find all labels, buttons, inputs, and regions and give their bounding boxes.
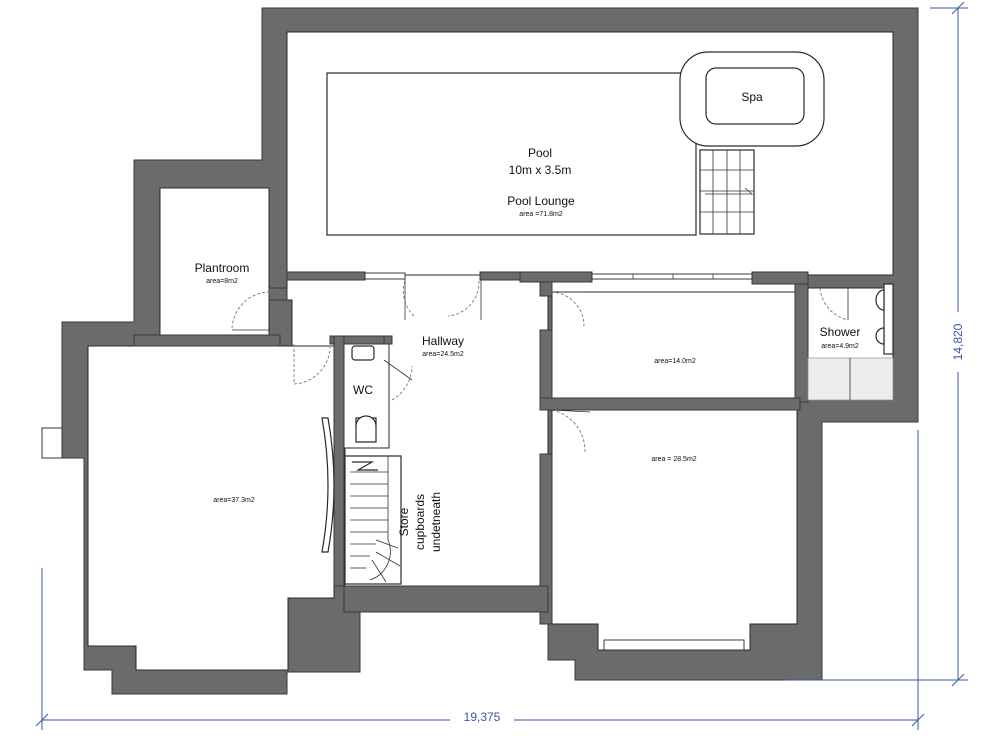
- door-swings: [231, 279, 849, 453]
- left-room-area: area=37.3m2: [213, 497, 255, 504]
- right-top-room: [551, 291, 797, 399]
- staircase: [344, 455, 402, 585]
- height-dimension-label: 14,820: [951, 323, 965, 360]
- pool-lounge-label: Pool Lounge: [507, 194, 575, 208]
- wc-label: WC: [353, 383, 373, 397]
- dimension-width: 19,375: [35, 430, 925, 730]
- spa-label: Spa: [741, 90, 763, 104]
- plantroom-room: [159, 187, 270, 336]
- pool-size-label: 10m x 3.5m: [509, 163, 572, 177]
- pool: [326, 72, 697, 236]
- pool-lounge-area: area =71.8m2: [519, 211, 562, 218]
- dimension-height: 14,820: [786, 1, 970, 687]
- interior-walls: [133, 271, 809, 625]
- wc-fixtures: [351, 345, 377, 443]
- right-bottom-room-area: area = 28.5m2: [651, 456, 696, 463]
- spa: [679, 51, 825, 147]
- plantroom-area: area=8m2: [206, 278, 238, 285]
- store-label-line2: cupboards: [413, 494, 427, 550]
- width-dimension-label: 19,375: [464, 710, 501, 724]
- right-bottom-room: [551, 409, 798, 651]
- room-labels: Spa Pool 10m x 3.5m Pool Lounge area =71…: [195, 90, 861, 552]
- shower-area: area=4.9m2: [821, 343, 859, 350]
- pool-steps: [699, 149, 755, 235]
- hallway-label: Hallway: [422, 334, 464, 348]
- store-label-line3: undetneath: [429, 492, 443, 552]
- plantroom-label: Plantroom: [195, 261, 250, 275]
- hallway-area: area=24.5m2: [422, 351, 464, 358]
- store-label-line1: Store: [397, 507, 411, 536]
- right-top-room-area: area=14.0m2: [654, 358, 696, 365]
- shower-label: Shower: [820, 325, 861, 339]
- windows: [41, 272, 753, 651]
- shower-fixtures: [807, 283, 894, 401]
- pool-label: Pool: [528, 146, 552, 160]
- curved-partition: [321, 417, 335, 553]
